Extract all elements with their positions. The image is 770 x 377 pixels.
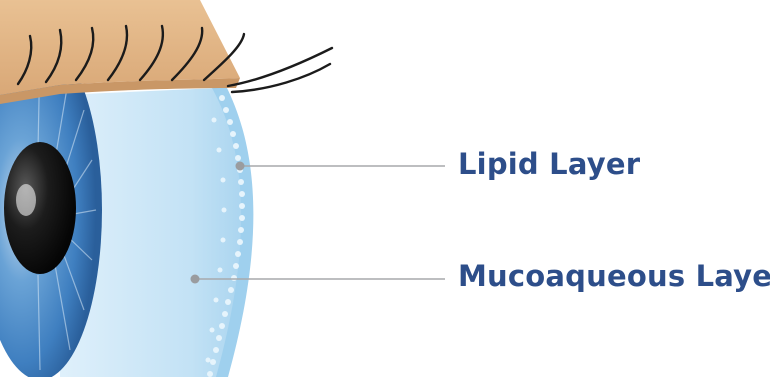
pupil-highlight xyxy=(16,184,36,216)
mucoaqueous-leader-dot xyxy=(191,275,200,284)
lipid-layer-label: Lipid Layer xyxy=(458,147,640,181)
pupil xyxy=(4,142,76,274)
mucoaqueous-layer-label: Mucoaqueous Layer xyxy=(458,259,770,293)
lipid-leader-dot xyxy=(236,162,245,171)
